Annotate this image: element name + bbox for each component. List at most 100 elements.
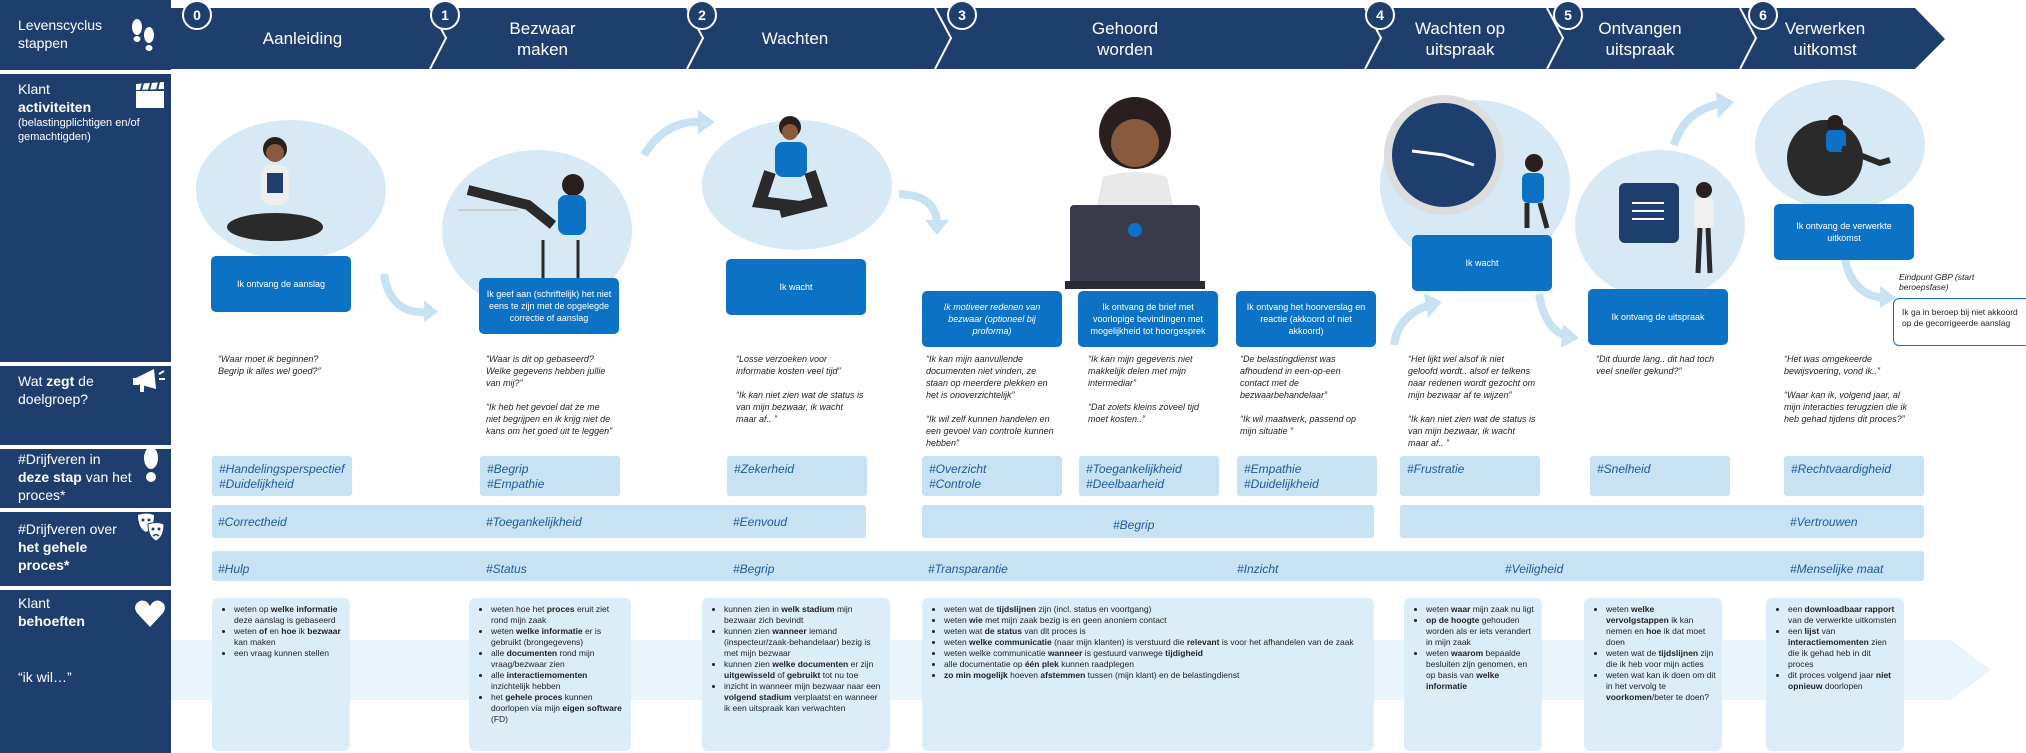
drivers-step-label-part2: van het [81, 469, 132, 485]
need-item: weten waar mijn zaak nu ligt [1426, 604, 1536, 615]
sidebar-divider [0, 586, 171, 590]
activity-box: Ik ontvang de brief met voorlopige bevin… [1078, 291, 1218, 347]
drivers-step-label-line1: #Drijfveren in [18, 451, 101, 467]
need-item: alle documenten rond mijn vraag/bezwaar … [491, 648, 625, 670]
customer-quote: “Waar moet ik beginnen? Begrip ik alles … [218, 354, 321, 376]
need-item: weten welke informatie er is gebruikt (b… [491, 626, 625, 648]
needs-label: Klant behoeften [18, 594, 85, 630]
need-item: kunnen zien welke documenten er zijn uit… [724, 659, 884, 681]
driver-row-band [212, 505, 866, 538]
activities-label-line1: Klant [18, 81, 50, 97]
driver-tag: #Veiligheid [1505, 562, 1564, 576]
person-reading-illustration [227, 137, 323, 241]
customer-quote: “Waar is dit op gebaseerd? Welke gegeven… [486, 354, 613, 436]
activity-box: Ik ontvang de aanslag [211, 256, 351, 312]
need-item: weten welke vervolgstappen ik kan nemen … [1606, 604, 1716, 648]
step-label: Bezwaar maken [509, 18, 576, 59]
activities-label-line2: activiteiten [18, 99, 92, 115]
needs-card: een downloadbaar rapport van de verwerkt… [1766, 598, 1904, 751]
needs-card: weten welke vervolgstappen ik kan nemen … [1584, 598, 1722, 751]
needs-card: weten op welke informatie deze aanslag i… [212, 598, 350, 751]
need-item: weten waarom bepaalde besluiten zijn gen… [1426, 648, 1536, 692]
clapperboard-icon [134, 78, 166, 118]
says-label-line2: doelgroep? [18, 391, 89, 407]
person-beanbag-illustration [1787, 115, 1891, 196]
step-separator [933, 8, 953, 69]
needs-card: kunnen zien in welk stadium mijn bezwaar… [702, 598, 890, 751]
step-label: Ontvangen uitspraak [1598, 18, 1682, 59]
illustration-background [702, 120, 892, 250]
driver-tag: #Frustratie [1400, 456, 1540, 496]
driver-tag: #Begrip #Empathie [480, 456, 620, 496]
drivers-step-label: #Drijfveren in deze stap van het proces* [18, 450, 132, 504]
step-number: 5 [1553, 0, 1583, 30]
customer-quote: “Het lijkt wel alsof ik niet geloofd wor… [1408, 354, 1536, 448]
driver-tag: #Handelingsperspectief #Duidelijkheid [212, 456, 352, 496]
driver-tag: #Overzicht #Controle [922, 456, 1062, 496]
driver-tag: #Begrip [1113, 518, 1155, 532]
need-item: weten welke communicatie wanneer is gest… [944, 648, 1368, 659]
flow-arrow [1670, 92, 1734, 147]
step-number: 0 [182, 0, 212, 30]
customer-quote: “Ik kan mijn aanvullende documenten niet… [926, 354, 1054, 448]
activity-box: Ik geef aan (schriftelijk) het niet eens… [479, 278, 619, 334]
need-item: het gehele proces kunnen doorlopen via m… [491, 692, 625, 725]
endpoint-box: Ik ga in beroep bij niet akkoord op de g… [1893, 298, 2026, 346]
driver-tag: #Menselijke maat [1790, 562, 1884, 576]
step-separator [1545, 8, 1565, 69]
theater-masks-icon [136, 512, 166, 555]
need-item: weten wat de tijdslijnen zijn (incl. sta… [944, 604, 1368, 615]
footprint-icon [140, 446, 162, 493]
step-number: 4 [1365, 0, 1395, 30]
driver-tag: #Correctheid [218, 515, 287, 529]
says-label: Wat zegt de doelgroep? [18, 372, 94, 408]
driver-row-band [212, 551, 1924, 581]
need-item: een vraag kunnen stellen [234, 648, 344, 659]
document-person-illustration [1619, 182, 1714, 274]
activity-box: Ik ontvang het hoorverslag en reactie (a… [1236, 291, 1376, 347]
need-item: kunnen zien in welk stadium mijn bezwaar… [724, 604, 884, 626]
megaphone-icon [132, 365, 166, 405]
person-laptop-illustration [1065, 97, 1205, 289]
sidebar-divider [0, 70, 171, 74]
needs-arrow-tip [1951, 640, 1991, 700]
heart-icon [134, 598, 166, 638]
lifecycle-label-line1: Levenscyclus [18, 17, 103, 33]
step-label: Gehoord worden [1091, 18, 1159, 59]
step-label: Verwerken uitkomst [1784, 18, 1866, 59]
flow-arrow [1535, 293, 1579, 348]
need-item: een lijst van interactiemomenten zien di… [1788, 626, 1898, 670]
need-item: alle documentatie op één plek kunnen raa… [944, 659, 1368, 670]
person-chair-illustration [458, 174, 586, 280]
need-item: weten wie met mijn zaak bezig is en geen… [944, 615, 1368, 626]
customer-quote: “Ik kan mijn gegevens niet makkelijk del… [1088, 354, 1200, 424]
drivers-whole-label-line1: #Drijfveren over [18, 521, 117, 537]
driver-tag: #Snelheid [1590, 456, 1730, 496]
need-item: weten wat kan ik doen om dit in het verv… [1606, 670, 1716, 703]
lifecycle-step-bar [171, 8, 1915, 69]
need-item: weten wat de tijdslijnen zijn die ik heb… [1606, 648, 1716, 670]
needs-label-line1: Klant [18, 595, 50, 611]
driver-tag: #Status [486, 562, 527, 576]
customer-quote: “Losse verzoeken voor informatie kosten … [736, 354, 864, 424]
step-label: Wachten [761, 29, 829, 48]
drivers-step-label-line3: proces* [18, 487, 66, 503]
activity-box: Ik wacht [1412, 235, 1552, 291]
flow-arrow [640, 110, 715, 158]
says-label-part1: Wat [18, 373, 47, 389]
driver-row-band [1400, 505, 1924, 538]
clock-illustration [1384, 95, 1550, 229]
need-item: op de hoogte gehouden worden als er iets… [1426, 615, 1536, 648]
drivers-whole-label-line2: het gehele [18, 539, 88, 555]
need-item: kunnen zien wanneer iemand (inspecteur/z… [724, 626, 884, 659]
step-label: Aanleiding [262, 29, 343, 48]
activities-label-line4: gemachtigden) [18, 131, 91, 143]
footprints-icon [128, 18, 158, 67]
flow-arrow [1390, 293, 1442, 346]
sidebar-divider [0, 445, 171, 449]
step-number: 2 [687, 0, 717, 30]
need-item: een downloadbaar rapport van de verwerkt… [1788, 604, 1898, 626]
lifecycle-label: Levenscyclus stappen [18, 16, 102, 52]
activities-label: Klant activiteiten (belastingplichtigen … [18, 80, 140, 144]
activity-box: Ik ontvang de verwerkte uitkomst [1774, 204, 1914, 260]
